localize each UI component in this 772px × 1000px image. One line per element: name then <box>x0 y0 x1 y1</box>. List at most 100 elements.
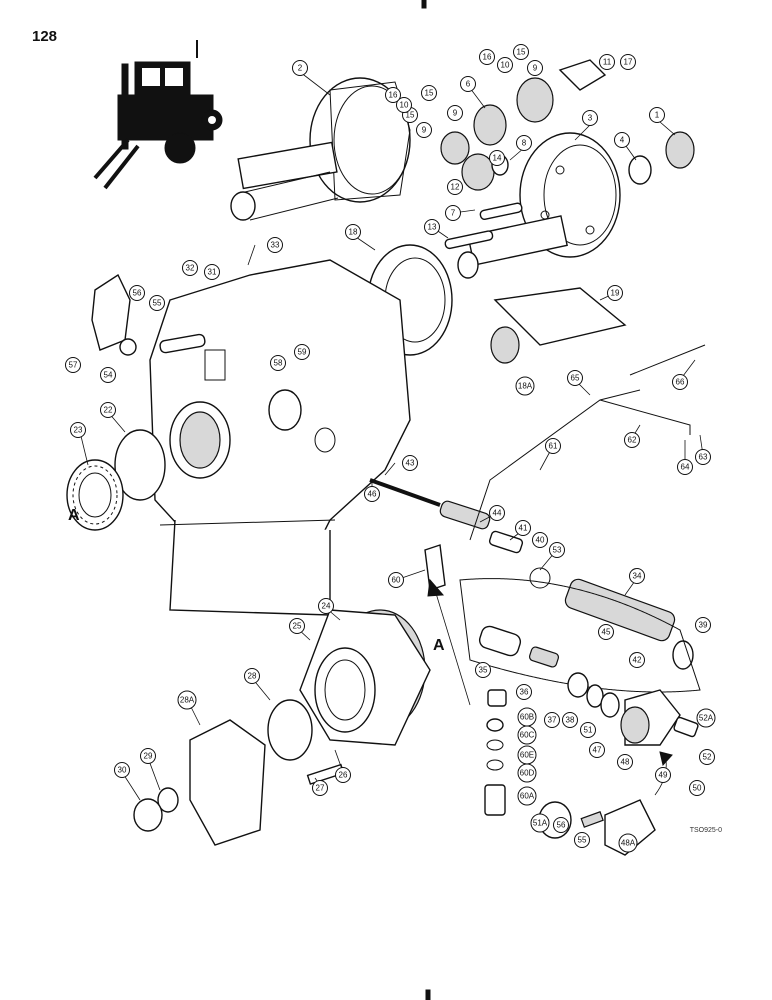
bracket-part-57 <box>91 273 131 351</box>
callout-40: 40 <box>532 532 548 548</box>
callout-label: 9 <box>453 109 458 118</box>
callout-36: 36 <box>516 684 532 700</box>
thrust-washer-part-1 <box>665 131 695 169</box>
callout-label: 2 <box>298 64 303 73</box>
callout-label: 25 <box>293 622 302 631</box>
callout-62: 62 <box>624 432 640 448</box>
bushing-part-4 <box>628 155 652 185</box>
callout-18a: 18A <box>515 376 535 396</box>
callout-label: 35 <box>479 666 488 675</box>
callout-7: 7 <box>445 205 461 221</box>
bottom-registration-mark <box>425 989 431 1000</box>
yoke-part-28A <box>189 719 266 846</box>
callout-27: 27 <box>312 780 328 796</box>
fitting-part-60A <box>484 784 506 816</box>
callout-28a: 28A <box>177 690 197 710</box>
callout-label: 62 <box>628 436 637 445</box>
callout-label: 38 <box>566 716 575 725</box>
callout-label: 37 <box>548 716 557 725</box>
transmission-housing <box>149 259 411 616</box>
baffle-plate-part-19 <box>493 287 627 346</box>
callout-label: 57 <box>69 361 78 370</box>
tube-part <box>159 333 206 354</box>
callout-label: 8 <box>522 139 527 148</box>
callout-4: 4 <box>614 132 630 148</box>
callout-label: 52 <box>703 753 712 762</box>
callout-6: 6 <box>460 76 476 92</box>
callout-9: 9 <box>416 122 432 138</box>
callout-39: 39 <box>695 617 711 633</box>
spring-part-44 <box>439 500 491 530</box>
callout-56: 56 <box>129 285 145 301</box>
fitting-part-60D <box>486 759 504 771</box>
curved-arrow-head-icon <box>659 751 673 767</box>
callout-label: 7 <box>451 209 456 218</box>
callout-8: 8 <box>516 135 532 151</box>
callout-label: 18A <box>518 382 533 391</box>
callout-label: 16 <box>389 91 398 100</box>
seal-part-28 <box>267 699 313 761</box>
fitting-part-60C <box>486 718 504 732</box>
callout-label: 64 <box>681 463 690 472</box>
callout-52: 52 <box>699 749 715 765</box>
nut-part-30 <box>133 798 163 832</box>
callout-60: 60 <box>388 572 404 588</box>
callout-label: 41 <box>519 524 528 533</box>
callout-label: 4 <box>620 136 625 145</box>
callout-51a: 51A <box>530 813 550 833</box>
callout-31: 31 <box>204 264 220 280</box>
gear-part-16 <box>516 77 554 123</box>
callout-label: 51 <box>584 726 593 735</box>
callout-12: 12 <box>447 179 463 195</box>
callout-label: 14 <box>493 154 502 163</box>
view-label-a-left: A <box>68 507 80 524</box>
callout-label: 59 <box>298 348 307 357</box>
callout-label: 36 <box>520 688 529 697</box>
callout-14: 14 <box>489 150 505 166</box>
plate-part-11 <box>558 59 607 91</box>
callout-label: 45 <box>602 628 611 637</box>
callout-15: 15 <box>513 44 529 60</box>
dipstick-part-66 <box>629 344 706 376</box>
callout-label: 6 <box>466 80 471 89</box>
callout-label: 29 <box>144 752 153 761</box>
callout-label: 34 <box>633 572 642 581</box>
callout-label: 30 <box>118 766 127 775</box>
clutch-drum-shaft-part-2 <box>230 77 411 221</box>
page-number: 128 <box>32 28 58 45</box>
pin-part-7 <box>479 202 523 221</box>
callout-3: 3 <box>582 110 598 126</box>
callout-label: 33 <box>271 241 280 250</box>
callout-44: 44 <box>489 505 505 521</box>
link-part-62 <box>599 399 691 435</box>
spool-part-41 <box>488 530 524 554</box>
callout-60d: 60D <box>517 763 537 783</box>
callout-label: 10 <box>501 61 510 70</box>
callout-label: 23 <box>74 426 83 435</box>
callout-label: 15 <box>406 111 415 120</box>
ring-part-18A <box>490 326 520 364</box>
callout-label: 60 <box>392 576 401 585</box>
view-label-a-right: A <box>433 637 445 654</box>
washer-part-54 <box>119 338 137 356</box>
drawing-reference-code: TSO925-0 <box>689 827 722 834</box>
callout-1: 1 <box>649 107 665 123</box>
callout-label: 60E <box>520 751 534 760</box>
gear-part-10 <box>440 131 470 165</box>
callout-33: 33 <box>267 237 283 253</box>
cover-part-48A <box>604 799 656 856</box>
forklift-icon <box>93 40 223 190</box>
callout-label: 61 <box>549 442 558 451</box>
callout-46: 46 <box>364 486 380 502</box>
callout-label: 11 <box>603 58 612 67</box>
callout-label: 31 <box>208 268 217 277</box>
washer-part-37 <box>567 672 589 698</box>
callout-57: 57 <box>65 357 81 373</box>
callout-35: 35 <box>475 662 491 678</box>
tube-part-61 <box>469 389 641 541</box>
fitting-part-60B <box>487 689 507 707</box>
callout-label: 58 <box>274 359 283 368</box>
callout-47: 47 <box>589 742 605 758</box>
callout-10: 10 <box>497 57 513 73</box>
